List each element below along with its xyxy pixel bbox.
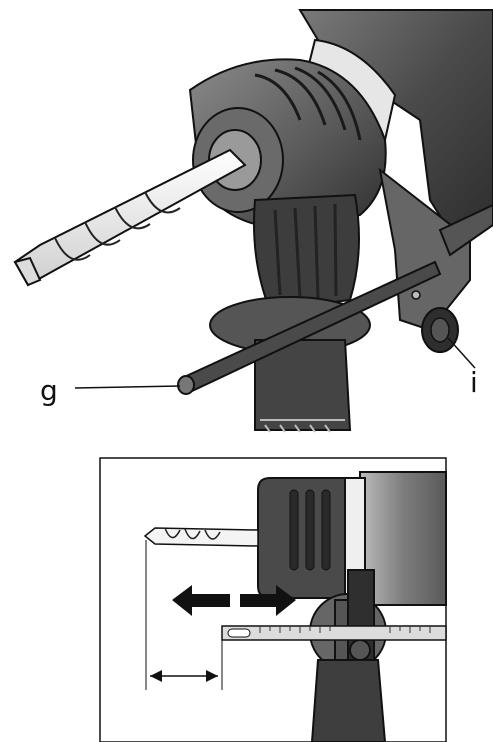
handle-knurl [260,419,345,433]
depth-stop-clamp-knob [411,290,459,353]
drill-bit [13,148,247,287]
callout-i-label: i [470,366,478,399]
clamp-arm [438,203,493,257]
callout-g: g [40,374,181,407]
side-drill-bit [143,527,259,547]
arrow-left-icon [172,585,230,616]
callout-i: i [447,337,478,399]
side-chuck-grooves [289,489,331,571]
side-handle-lower [310,659,387,742]
chuck-grooves [254,66,362,141]
side-chuck [257,477,346,599]
callout-g-label: g [40,374,58,407]
side-clamp-knob [349,639,371,661]
double-arrow-depth-icon [150,670,218,682]
grip-ridges [273,203,338,299]
arrow-right-icon [240,585,296,616]
side-handle-grip [253,193,360,312]
top-figure: g i [13,9,493,433]
side-depth-rod [221,625,447,641]
handle-lower [254,339,352,431]
bottom-figure [99,457,447,742]
depth-stop-rod [177,260,442,395]
